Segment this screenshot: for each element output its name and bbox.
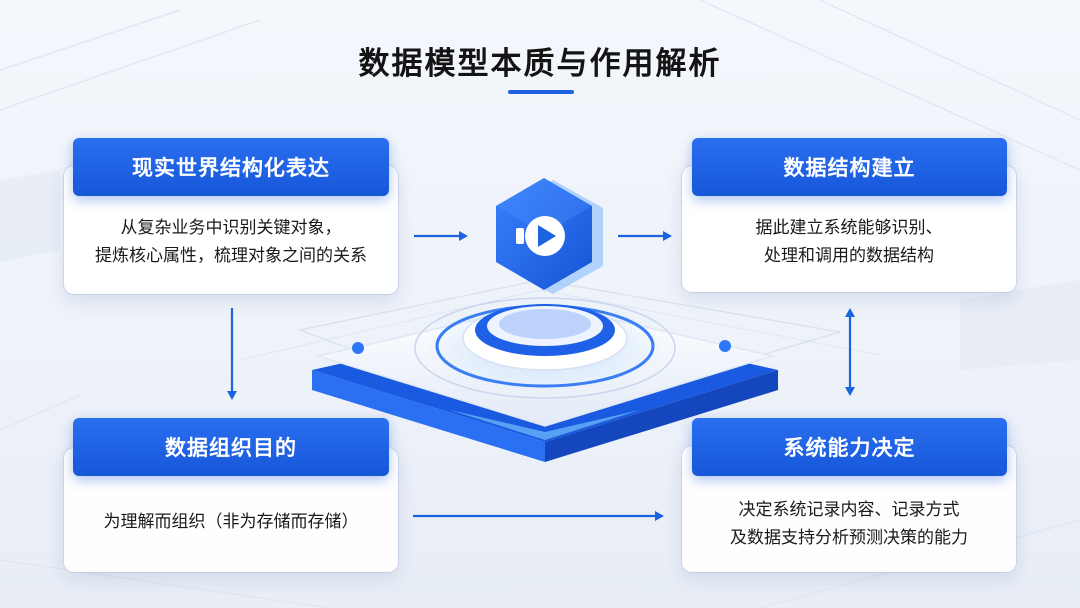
card-structure-text: 据此建立系统能够识别、 处理和调用的数据结构 — [682, 214, 1016, 270]
card-structure-line-2: 处理和调用的数据结构 — [764, 246, 934, 266]
card-capability-header: 系统能力决定 — [692, 418, 1007, 476]
page-title: 数据模型本质与作用解析 — [358, 46, 722, 82]
flow-arrows — [227, 231, 855, 521]
card-purpose-line-1: 为理解而组织（非为存储而存储） — [103, 512, 359, 532]
title-underline — [508, 90, 574, 94]
card-reality-line-1: 从复杂业务中识别关键对象， — [120, 218, 342, 238]
card-structure-line-1: 据此建立系统能够识别、 — [755, 218, 943, 238]
card-purpose-header: 数据组织目的 — [73, 418, 389, 476]
card-structure-header: 数据结构建立 — [692, 138, 1007, 196]
card-capability-text: 决定系统记录内容、记录方式 及数据支持分析预测决策的能力 — [682, 496, 1016, 552]
card-capability-line-2: 及数据支持分析预测决策的能力 — [730, 528, 968, 548]
card-purpose-text: 为理解而组织（非为存储而存储） — [64, 508, 398, 536]
card-reality-header: 现实世界结构化表达 — [73, 138, 389, 196]
platform-rings — [414, 297, 676, 399]
card-reality-line-2: 提炼核心属性，梳理对象之间的关系 — [95, 246, 367, 266]
card-capability-line-1: 决定系统记录内容、记录方式 — [738, 500, 960, 520]
card-reality-text: 从复杂业务中识别关键对象， 提炼核心属性，梳理对象之间的关系 — [64, 214, 398, 270]
play-hexagon-icon — [496, 178, 603, 294]
